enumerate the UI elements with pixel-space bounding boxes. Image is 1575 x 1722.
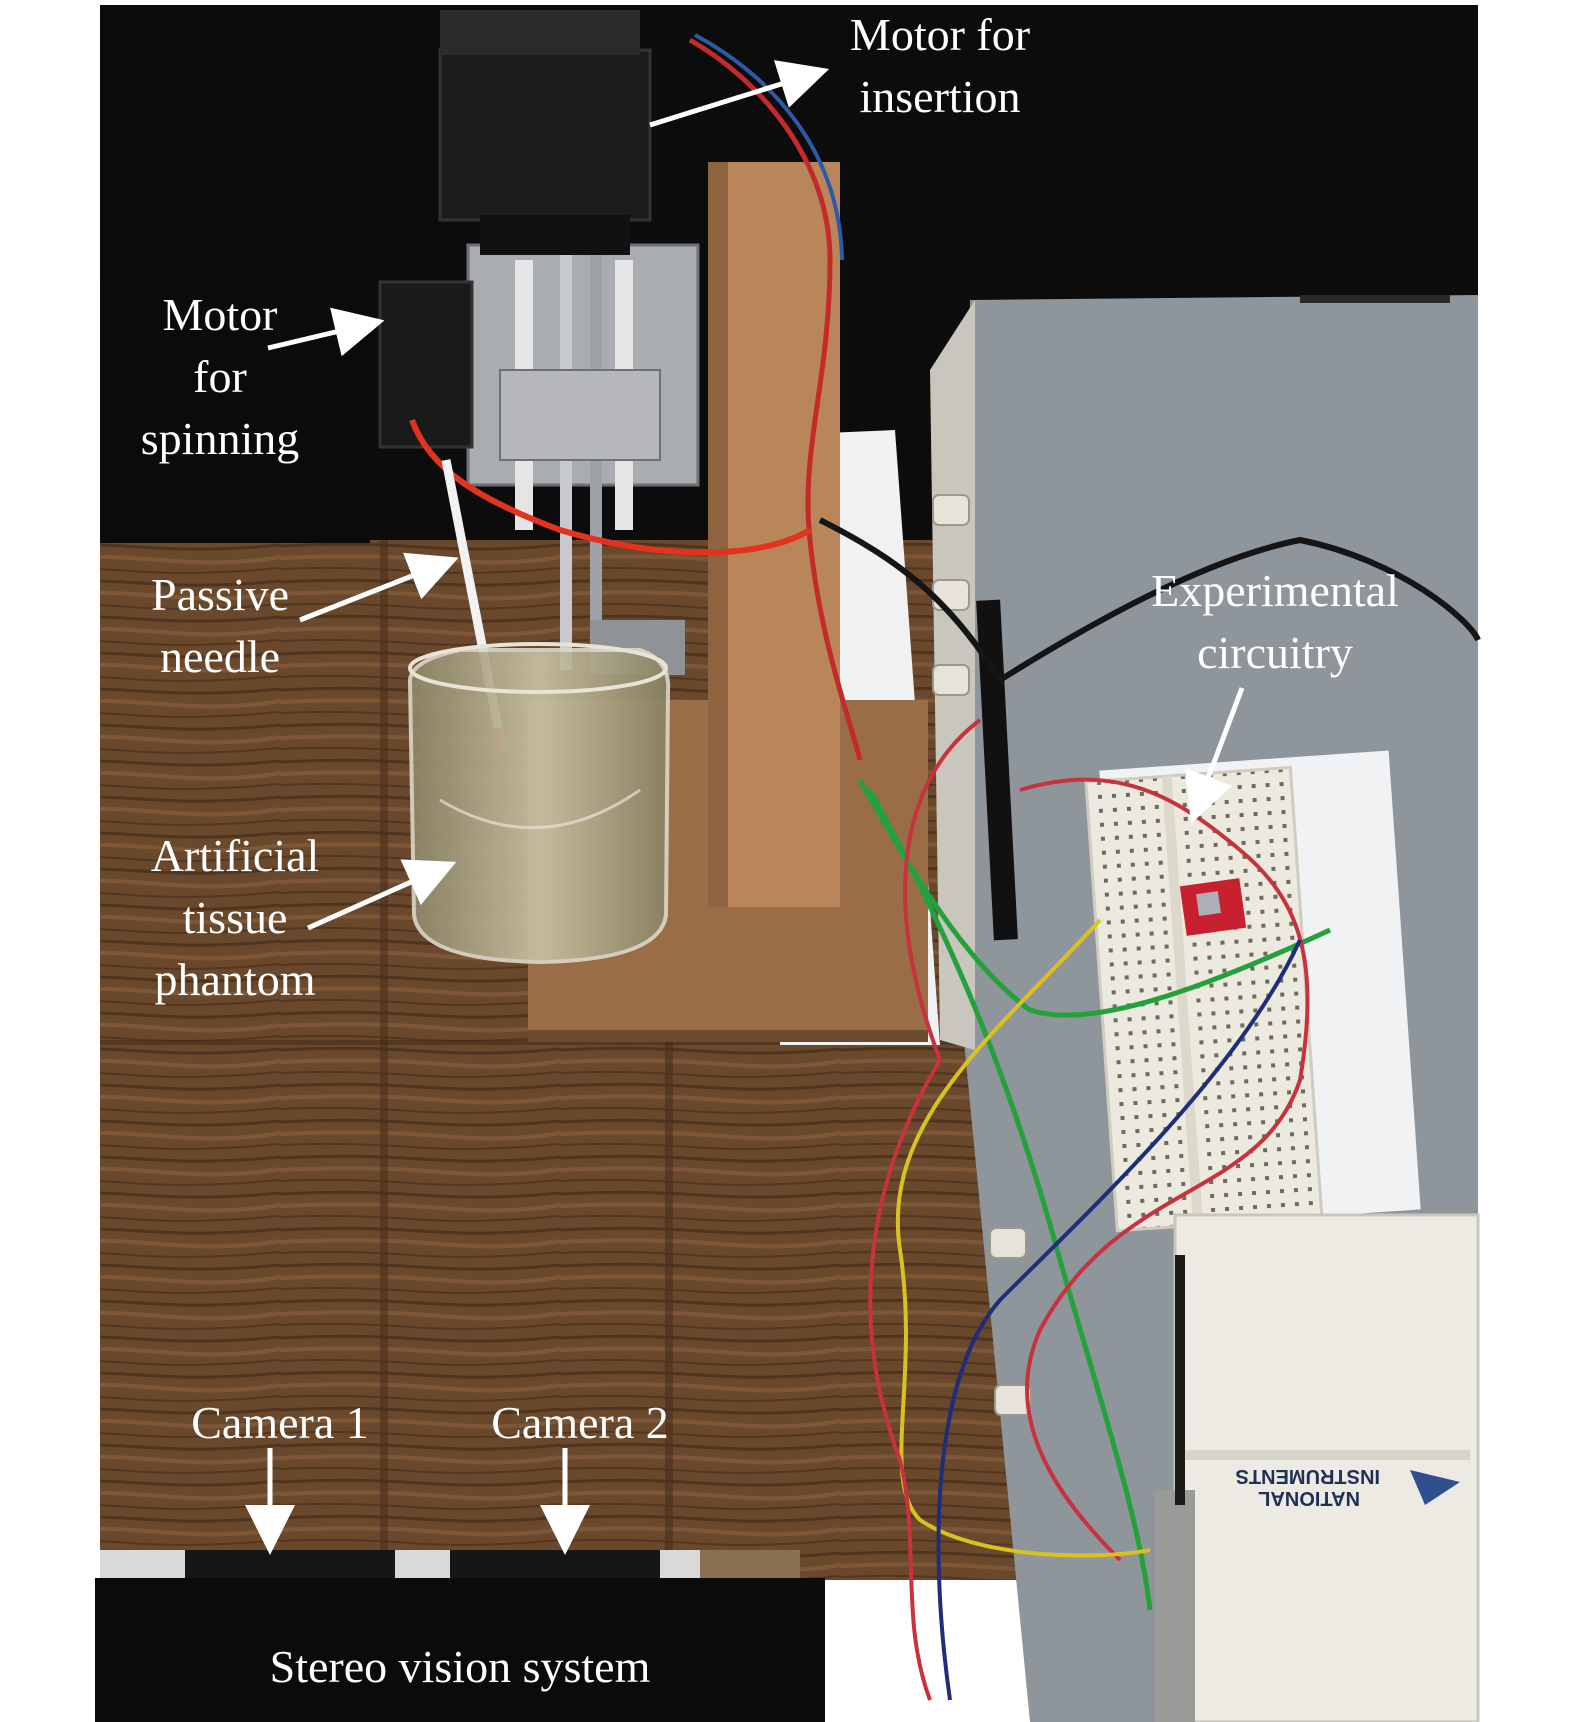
annotation-arrows xyxy=(245,60,1245,1555)
daq-brand-line1: NATIONAL xyxy=(1258,1487,1360,1509)
label-camera-2: Camera 2 xyxy=(491,1397,669,1448)
arrow-experimental-circuitry xyxy=(1185,687,1245,824)
label-motor-insertion: Motor for insertion xyxy=(849,9,1031,122)
stereo-vision-label-box xyxy=(95,1578,825,1722)
breadboard xyxy=(1084,765,1324,1233)
arrow-passive-needle xyxy=(299,552,459,623)
label-camera-1: Camera 1 xyxy=(191,1397,369,1448)
wooden-post xyxy=(708,162,840,907)
motor-spinning-label-box xyxy=(100,285,370,543)
label-experimental-circuitry: Experimental circuitry xyxy=(1151,565,1399,678)
motor-cable xyxy=(688,37,863,761)
arrow-motor-insertion xyxy=(649,60,830,128)
spinning-motor xyxy=(378,280,474,449)
label-passive-needle: Passive needle xyxy=(151,569,289,682)
daq-device xyxy=(1155,1213,1480,1722)
daq-brand-line2: INSTRUMENTS xyxy=(1236,1465,1380,1487)
label-stereo-vision-system: Stereo vision system xyxy=(269,1641,651,1692)
arrow-tissue-phantom xyxy=(306,859,457,931)
label-tissue-phantom: Artificial tissue phantom xyxy=(150,830,320,1005)
arrow-motor-spinning xyxy=(267,307,385,357)
insertion-motor xyxy=(438,48,652,222)
tissue-phantom-beaker xyxy=(407,642,671,965)
label-motor-spinning: Motor for spinning xyxy=(140,289,300,464)
instrument-knobs xyxy=(932,494,1032,1416)
